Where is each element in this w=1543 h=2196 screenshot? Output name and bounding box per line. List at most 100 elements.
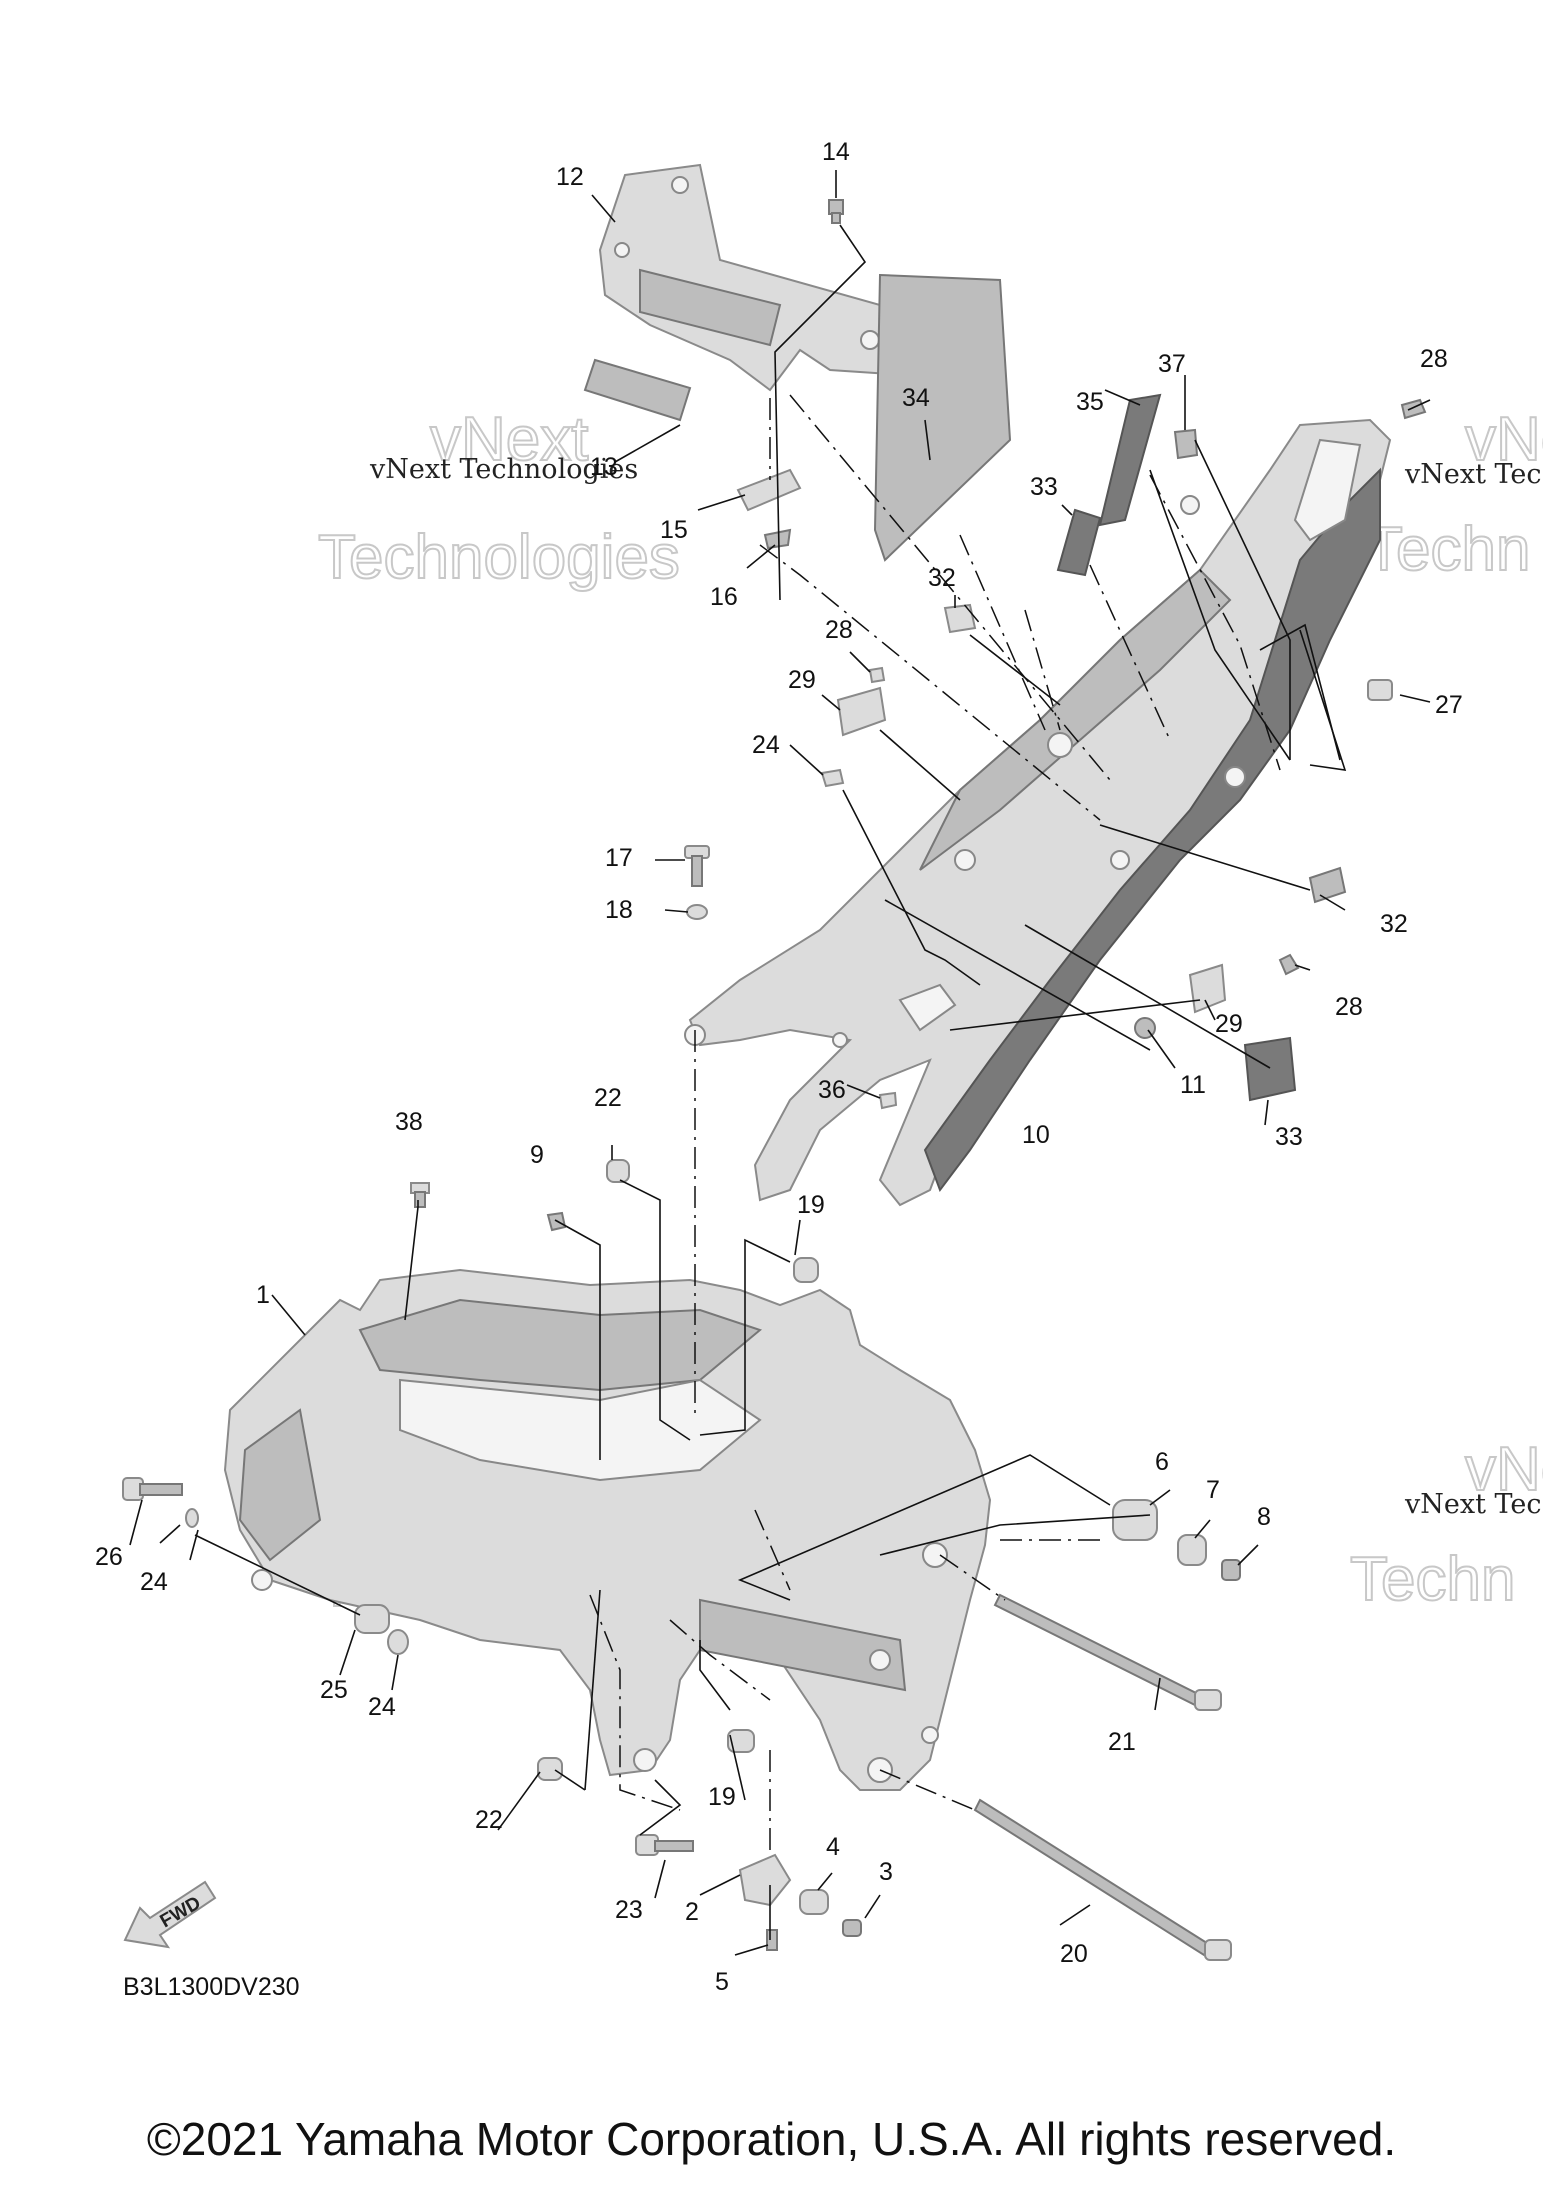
- callout-32: 32: [928, 564, 956, 592]
- callout-23: 23: [615, 1896, 643, 1924]
- top-bracket-12: [598, 163, 930, 392]
- callout-12: 12: [556, 163, 584, 191]
- watermark-vnext: vNext: [1465, 1435, 1543, 1504]
- callout-2: 2: [685, 1898, 699, 1926]
- bracket-6: [1112, 1499, 1158, 1541]
- callout-33: 33: [1030, 473, 1058, 501]
- plate-34: [873, 273, 1012, 562]
- copyright-text: ©2021 Yamaha Motor Corporation, U.S.A. A…: [146, 2113, 1397, 2165]
- clip-31: [1400, 398, 1427, 420]
- collar-19-lower: [727, 1729, 755, 1753]
- shaft-21: [993, 1593, 1222, 1711]
- callout-8: 8: [1257, 1503, 1271, 1531]
- callout-38: 38: [395, 1108, 423, 1136]
- watermark-text: vNext Technologies: [369, 454, 638, 485]
- callout-27: 24: [752, 731, 780, 759]
- callout-19: 19: [708, 1783, 736, 1811]
- clip-28-lower: [1278, 953, 1300, 976]
- callout-36: 36: [818, 1076, 846, 1104]
- pad-29-upper: [836, 686, 887, 737]
- pad-13: [583, 358, 692, 422]
- callout-14: 14: [822, 138, 850, 166]
- callout-6: 6: [1155, 1448, 1169, 1476]
- washer-18: [686, 904, 708, 920]
- diagram-code: B3L1300DV230: [123, 1973, 300, 2001]
- clip-36: [878, 1091, 898, 1110]
- collar-22-upper: [606, 1159, 630, 1183]
- callout-7: 7: [1206, 1476, 1220, 1504]
- callout-9: 9: [530, 1141, 544, 1169]
- bolt-26: [122, 1477, 183, 1501]
- clip-27: [820, 768, 845, 788]
- bolt-14: [828, 199, 844, 224]
- callout-15: 15: [660, 516, 688, 544]
- callout-35: 35: [1076, 388, 1104, 416]
- callout-28: 28: [1335, 993, 1363, 1021]
- callout-20: 20: [1060, 1940, 1088, 1968]
- callout-17: 17: [605, 844, 633, 872]
- callout-numbers: 12 14 13 15 16 34 35 33 37 28 32 27 28 2…: [95, 138, 1463, 1996]
- callout-10: 10: [1022, 1121, 1050, 1149]
- watermark-technologies: Technologies: [318, 523, 680, 592]
- nut-3: [842, 1919, 862, 1937]
- callout-31: 28: [1420, 345, 1448, 373]
- watermark-technologies: Techn: [1350, 1545, 1515, 1614]
- callout-19: 19: [797, 1191, 825, 1219]
- collar-19-upper: [793, 1257, 819, 1283]
- callout-21: 21: [1108, 1728, 1136, 1756]
- washer-24-left: [185, 1508, 199, 1528]
- clip-32-lower: [1308, 866, 1347, 904]
- callout-25: 25: [320, 1676, 348, 1704]
- frame-hardware: [122, 1159, 1241, 1961]
- callout-3: 3: [879, 1858, 893, 1886]
- seat-rail-10: [684, 418, 1392, 1207]
- callout-29: 29: [788, 666, 816, 694]
- washer-24-right: [387, 1629, 409, 1655]
- pad-33-upper: [1056, 508, 1102, 577]
- main-frame-1: [223, 1268, 992, 1791]
- clip-15: [736, 468, 802, 512]
- callout-29: 29: [1215, 1010, 1243, 1038]
- bolt-23: [635, 1834, 694, 1856]
- bolt-17: [684, 845, 710, 887]
- callout-24: 24: [140, 1568, 168, 1596]
- callout-22: 22: [475, 1806, 503, 1834]
- watermark-text: vNext Tec: [1404, 459, 1542, 490]
- callout-1: 1: [256, 1281, 270, 1309]
- spacer-7: [1177, 1534, 1207, 1566]
- callout-11: 11: [1180, 1071, 1206, 1099]
- spacer-4: [799, 1889, 829, 1915]
- callout-28: 28: [825, 616, 853, 644]
- callout-37: 37: [1158, 350, 1186, 378]
- watermark-technologies: Techn: [1365, 515, 1530, 584]
- clip-16: [763, 528, 792, 550]
- nut-8: [1221, 1559, 1241, 1581]
- bolt-5: [766, 1929, 778, 1951]
- clip-32-upper: [943, 603, 977, 634]
- callout-16: 16: [710, 583, 738, 611]
- bracket-2: [738, 1853, 792, 1907]
- callout-5: 5: [715, 1968, 729, 1996]
- callout-13: 13: [590, 453, 618, 481]
- watermark-text: vNext Tec: [1404, 1489, 1542, 1520]
- callout-30: 27: [1435, 691, 1463, 719]
- shaft-20: [973, 1798, 1232, 1961]
- callout-34: 34: [902, 384, 930, 412]
- collar-22-lower: [537, 1757, 563, 1781]
- grommet-30: [1367, 679, 1393, 701]
- pad-33-lower: [1243, 1036, 1297, 1102]
- clip-37: [1173, 428, 1199, 460]
- fwd-arrow: FWD: [123, 1880, 217, 1949]
- watermark-vnext: vNext: [1465, 405, 1543, 474]
- callout-32: 32: [1380, 910, 1408, 938]
- callout-18: 18: [605, 896, 633, 924]
- bolt-38: [410, 1182, 430, 1208]
- callout-33: 33: [1275, 1123, 1303, 1151]
- callout-24: 24: [368, 1693, 396, 1721]
- watermark-vnext: vNext: [430, 405, 588, 474]
- clip-28-upper: [868, 666, 886, 684]
- callout-26: 26: [95, 1543, 123, 1571]
- strip-35: [1098, 393, 1162, 527]
- collar-25: [354, 1604, 390, 1634]
